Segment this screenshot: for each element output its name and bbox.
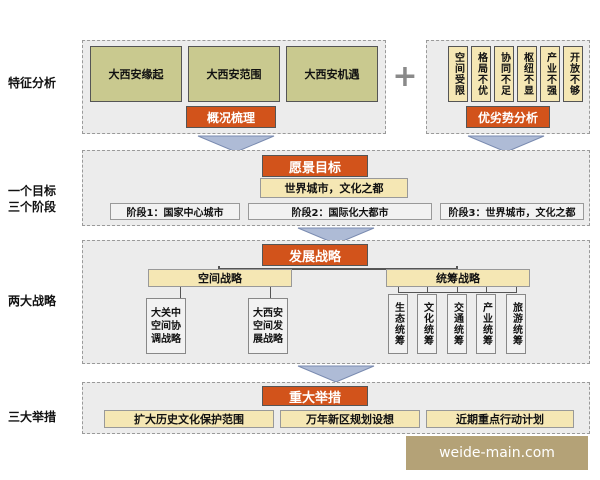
label-goals-line1: 一个目标 [8,184,57,198]
coord-item-3: 交通统筹 [447,294,467,354]
label-strategy: 两大战略 [8,294,57,308]
measures-title: 重大举措 [262,386,368,406]
connector-line [516,287,517,293]
scope-box: 大西安范围 [188,46,280,102]
watermark-label: weide-main.com [406,436,588,470]
label-measures: 三大举措 [8,410,57,424]
stage-3: 阶段3：世界城市，文化之都 [440,203,584,220]
vision-title: 愿景目标 [262,155,368,177]
connector-line [398,287,399,293]
label-goals-line2: 三个阶段 [8,200,57,214]
down-arrow-icon [197,135,275,153]
coord-item-2: 文化统筹 [417,294,437,354]
opportunity-box: 大西安机遇 [286,46,378,102]
connector-line [270,287,271,299]
stage-1: 阶段1：国家中心城市 [110,203,240,220]
origin-box: 大西安缘起 [90,46,182,102]
spatial-item-1: 大关中空间协调战略 [146,298,186,354]
connector-line [218,268,458,270]
swot-title: 优劣势分析 [466,106,550,128]
down-arrow-icon [297,365,375,383]
swot-item-5: 产业不强 [540,46,560,102]
swot-item-4: 枢纽不显 [517,46,537,102]
spatial-strategy-title: 空间战略 [148,269,292,287]
swot-item-3: 协同不足 [494,46,514,102]
coord-item-4: 产业统筹 [476,294,496,354]
stage-2: 阶段2：国际化大都市 [248,203,432,220]
swot-item-2: 格局不优 [471,46,491,102]
connector-line [456,266,458,270]
coord-item-5: 旅游统筹 [506,294,526,354]
swot-item-6: 开放不够 [563,46,583,102]
coord-item-1: 生态统筹 [388,294,408,354]
down-arrow-icon [297,227,375,245]
down-arrow-icon [467,135,545,153]
measure-item-1: 扩大历史文化保护范围 [104,410,274,428]
vision-statement: 世界城市，文化之都 [260,178,408,198]
strategy-title: 发展战略 [262,244,368,266]
connector-line [457,287,458,293]
spatial-item-2: 大西安空间发展战略 [248,298,288,354]
coordination-strategy-title: 统筹战略 [386,269,530,287]
measure-item-3: 近期重点行动计划 [426,410,574,428]
measure-item-2: 万年新区规划设想 [280,410,420,428]
swot-item-1: 空间受限 [448,46,468,102]
connector-line [427,287,428,293]
connector-line [180,287,181,299]
plus-icon: + [392,59,418,94]
overview-title: 概况梳理 [186,106,276,128]
label-features: 特征分析 [8,76,57,90]
connector-line [486,287,487,293]
